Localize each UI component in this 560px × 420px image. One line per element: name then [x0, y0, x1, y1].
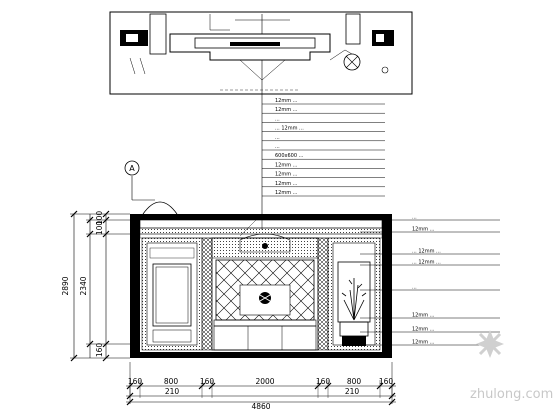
- right-note-text: ... 12mm ...: [412, 249, 441, 255]
- dim-tick: [126, 398, 134, 406]
- note-leaders: [239, 213, 263, 237]
- right-note-text: 12mm ...: [412, 313, 435, 319]
- bottom-dim-row2: 210: [345, 387, 360, 396]
- dim-bottom: 160: [95, 343, 104, 358]
- bottom-dim-row1: 2000: [255, 377, 274, 386]
- bottom-dim-row2: 210: [165, 387, 180, 396]
- left-dimensions: 2890 2340 100 100 160: [61, 210, 130, 362]
- right-notes: ... 12mm ... ... 12mm ... ... 12mm ...... 12…: [360, 215, 500, 346]
- bottom-dim-row1: 160: [200, 377, 215, 386]
- bottom-dim-row1: 160: [128, 377, 143, 386]
- top-note-text: 600x600 ...: [275, 153, 304, 159]
- elevation-marker: A: [124, 160, 178, 215]
- right-note-text: 12mm ...: [412, 340, 435, 346]
- top-notes: 12mm ... 12mm ...... ... 12mm ......... 600…: [262, 98, 385, 197]
- bottom-dimensions: 160 800 160 2000 160 800 160 210 210 4860: [126, 362, 396, 411]
- right-note-text: ...: [412, 285, 417, 291]
- elevation-marker-label: A: [129, 164, 135, 173]
- bottom-dim-row1: 160: [316, 377, 331, 386]
- top-note-text: ... 12mm ...: [275, 126, 304, 132]
- top-note-text: ...: [275, 135, 280, 141]
- dim-middle-height: 2340: [79, 276, 88, 295]
- plan-view: [109, 11, 413, 95]
- dim-top-b: 100: [95, 221, 104, 236]
- right-note-text: 12mm ...: [412, 227, 435, 233]
- right-note-text: ...: [412, 215, 417, 221]
- bottom-dim-row1: 800: [164, 377, 179, 386]
- top-note-text: 12mm ...: [275, 172, 298, 178]
- top-note-text: ...: [275, 116, 280, 122]
- dim-tick: [126, 392, 134, 400]
- main-elevation: [130, 214, 392, 358]
- top-note-text: 12mm ...: [275, 190, 298, 196]
- top-note-text: 12mm ...: [275, 98, 298, 104]
- watermark: zhulong.com: [470, 330, 553, 402]
- top-note-text: 12mm ...: [275, 181, 298, 187]
- top-note-text: 12mm ...: [275, 162, 298, 168]
- right-note-text: 12mm ...: [412, 327, 435, 333]
- dim-tick: [388, 392, 396, 400]
- bottom-dim-total: 4860: [251, 402, 270, 411]
- dim-tick: [388, 398, 396, 406]
- bottom-dim-row1: 800: [347, 377, 362, 386]
- dim-overall-height: 2890: [61, 276, 70, 295]
- dim-top-a: 100: [95, 211, 104, 226]
- watermark-text: zhulong.com: [470, 387, 553, 402]
- right-note-text: ... 12mm ...: [412, 260, 441, 266]
- bottom-dim-row1: 160: [379, 377, 394, 386]
- top-note-text: ...: [275, 144, 280, 150]
- top-note-text: 12mm ...: [275, 107, 298, 113]
